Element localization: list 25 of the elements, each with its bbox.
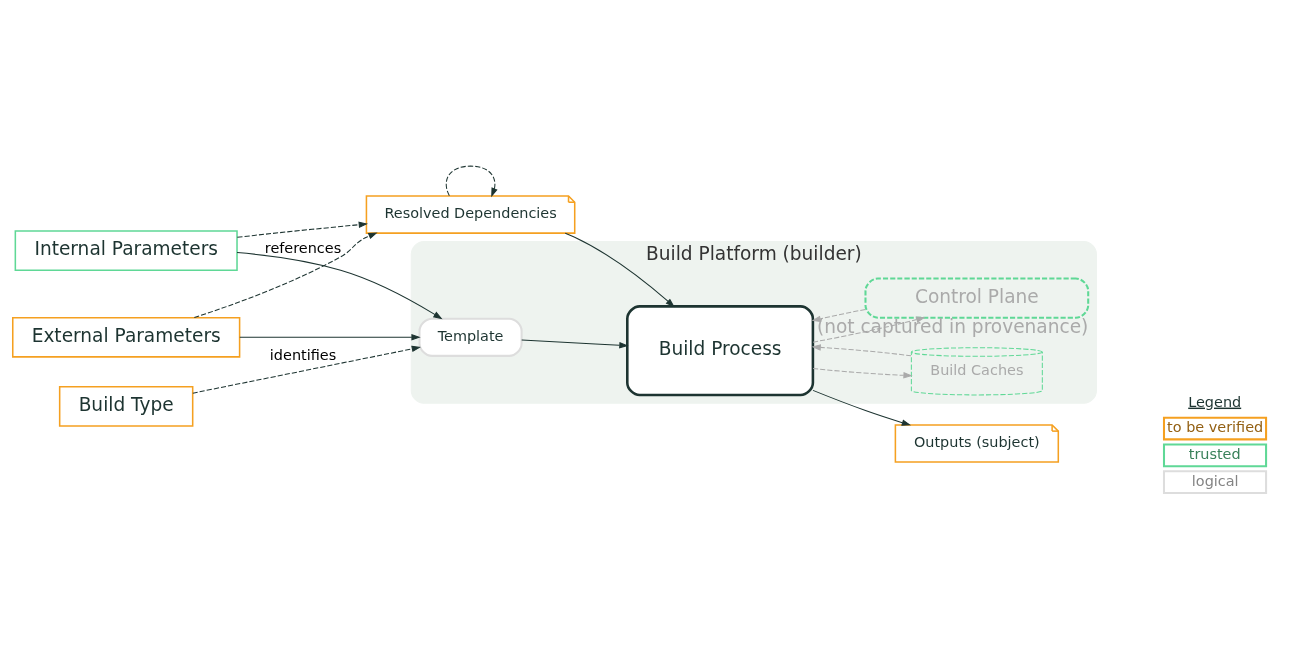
arrow [812,367,913,379]
arrow [192,345,421,394]
legend-label: logical [1191,472,1239,489]
legend-label: trusted [1188,445,1241,462]
arrow [236,251,443,319]
edge-label: identifies [269,346,337,363]
legend-label: to be verified [1167,418,1264,435]
arrow [521,339,629,349]
arrow [811,343,912,356]
edge-label: references [264,239,342,256]
arrow [236,221,368,238]
label: Legend [1188,393,1242,410]
node-box: External Parameters [12,316,241,358]
arrow [445,165,498,197]
arrow [564,232,675,307]
arrow [811,308,866,322]
arrow [193,232,378,318]
node-box: Control Plane [864,277,1090,319]
arrow [239,333,421,341]
arrow [812,316,926,343]
arrow [812,389,912,426]
node-box: Internal Parameters [14,229,238,271]
node-box: Build Process [626,304,815,396]
node-box: Build Type [58,385,194,427]
node-box: Template [418,317,523,357]
